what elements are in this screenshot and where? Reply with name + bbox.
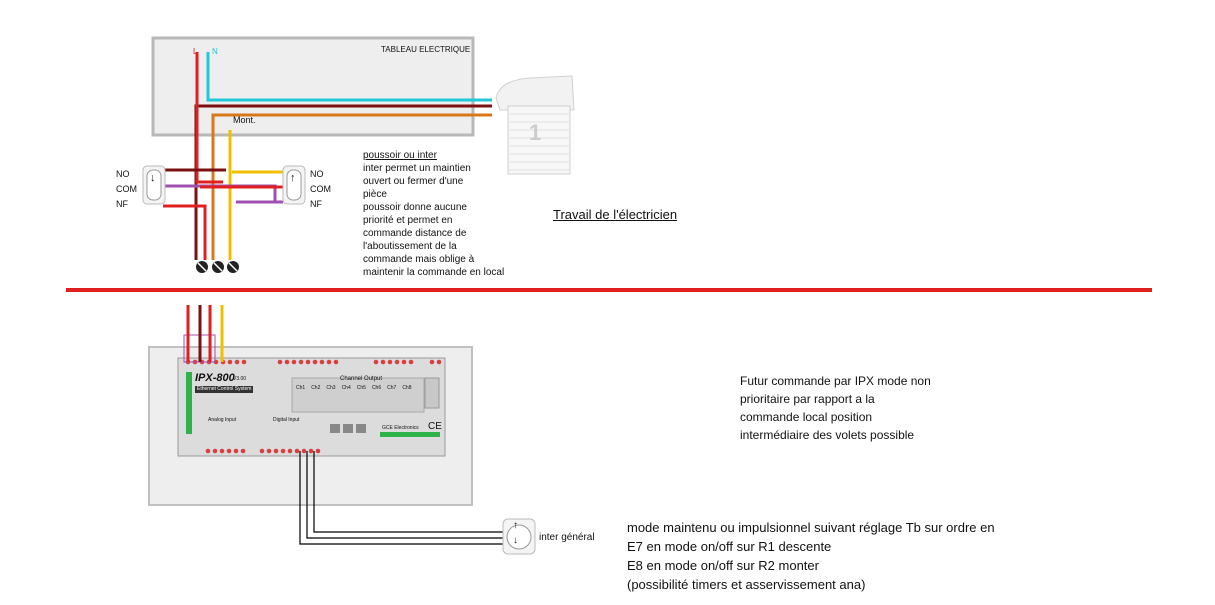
switch-left-com: COM (116, 184, 137, 194)
switch-right-no: NO (310, 169, 324, 179)
mode-note: mode maintenu ou impulsionnel suivant ré… (627, 518, 995, 594)
note-line: commande distance de (363, 228, 467, 239)
ipx-channels: Ch1 Ch2 Ch3 Ch4 Ch5 Ch6 Ch7 Ch8 (296, 385, 412, 391)
terminal-block (196, 261, 239, 273)
channel-label: Ch4 (341, 385, 351, 391)
note-line: commande mais oblige à (363, 254, 475, 265)
switch-right (282, 165, 306, 205)
neutral-wire (206, 52, 492, 102)
future-line: prioritaire par rapport a la (740, 392, 875, 406)
note-line: priorité et permet en (363, 215, 453, 226)
switch-note: poussoir ou inter inter permet un mainti… (363, 149, 504, 279)
general-switch-label: inter général (539, 532, 595, 543)
shutter-number: 1 (529, 120, 542, 145)
ipx-digital-input: Digital Input (273, 417, 300, 423)
mont-label: Mont. (233, 115, 256, 125)
future-line: Futur commande par IPX mode non (740, 374, 931, 388)
general-switch (502, 518, 536, 555)
electrician-title: Travail de l'électricien (553, 207, 678, 222)
panel-title: TABLEAU ELECTRIQUE (381, 45, 471, 54)
channel-label: Ch2 (311, 385, 321, 391)
switch-left-nf: NF (116, 199, 128, 209)
switch-right-com: COM (310, 184, 331, 194)
note-line: inter permet un maintien (363, 163, 471, 174)
channel-label: Ch7 (387, 385, 397, 391)
note-line: poussoir ou inter (363, 150, 437, 161)
note-line: poussoir donne aucune (363, 202, 467, 213)
mode-line: E7 en mode on/off sur R1 descente (627, 539, 832, 554)
switch-left-no: NO (116, 169, 130, 179)
switch-left-labels: NO COM NF (116, 167, 137, 212)
switch-right-nf: NF (310, 199, 322, 209)
channel-label: Ch3 (326, 385, 336, 391)
channel-label: Ch5 (356, 385, 366, 391)
note-line: pièce (363, 189, 387, 200)
mode-line: (possibilité timers et asservissement an… (627, 577, 866, 592)
mode-line: mode maintenu ou impulsionnel suivant ré… (627, 520, 995, 535)
note-line: ouvert ou fermer d'une (363, 176, 464, 187)
neutral-label: N (212, 47, 218, 56)
ipx800-module (177, 357, 446, 457)
orange-wire (211, 113, 492, 260)
note-line: l'aboutissement de la (363, 241, 457, 252)
switch-left (142, 165, 166, 205)
roller-shutter-image (495, 75, 575, 175)
future-line: intermédiaire des volets possible (740, 428, 915, 442)
ipx-analog-input: Analog Input (208, 417, 237, 423)
future-command-note: Futur commande par IPX mode non priorita… (740, 372, 931, 444)
arrow-down-icon: ↓ (150, 172, 156, 184)
ipx-channel-output: Channel Output (340, 376, 383, 382)
channel-label: Ch8 (402, 385, 412, 391)
future-line: commande local position (740, 410, 873, 424)
general-switch-up-icon: ↑ (513, 520, 518, 531)
switch-right-labels: NO COM NF (310, 167, 331, 212)
phase-label: L (193, 47, 198, 56)
channel-label: Ch1 (296, 385, 306, 391)
ipx-brand: GCE Electronics (382, 425, 419, 431)
phase-wire (195, 52, 223, 184)
general-switch-down-icon: ↓ (513, 535, 518, 546)
ipx-ce-mark: CE (428, 421, 442, 432)
electrical-panel (151, 36, 475, 137)
note-line: maintenir la commande en local (363, 267, 505, 278)
ipx-subtitle: Ethernet Control System (195, 386, 254, 393)
ipx-version: V3.00 (233, 376, 247, 382)
mode-line: E8 en mode on/off sur R2 monter (627, 558, 819, 573)
channel-label: Ch6 (371, 385, 382, 391)
ipx-model: IPX-800 (195, 372, 235, 384)
arrow-up-icon: ↑ (290, 172, 296, 184)
